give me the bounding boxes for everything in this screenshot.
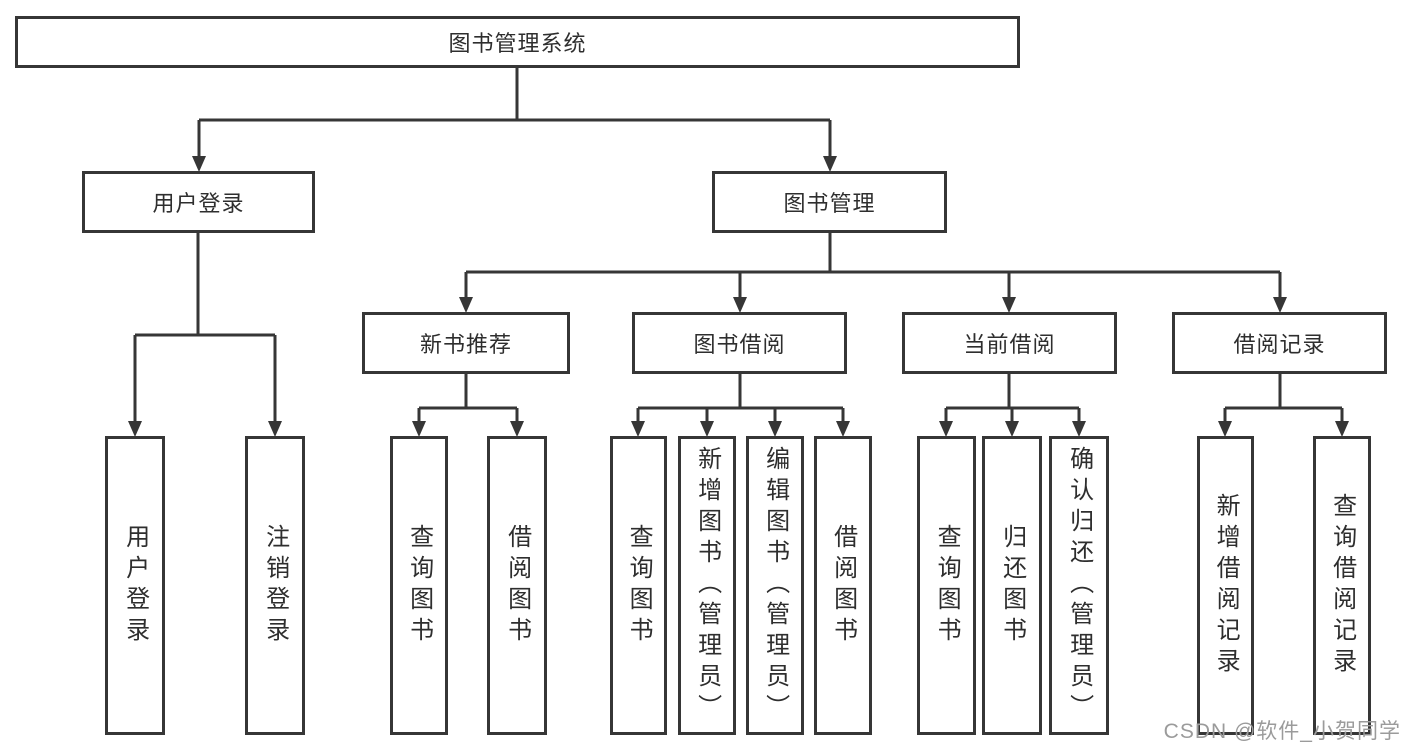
node-current-borrow: 当前借阅: [902, 312, 1117, 374]
node-label: 图书管理系统: [448, 31, 587, 56]
node-user-login: 用户登录: [82, 171, 315, 233]
leaf-query-books-recommend: 查询图书: [390, 436, 448, 735]
node-label: 查询借阅记录: [1328, 492, 1356, 679]
node-label: 当前借阅: [963, 332, 1056, 357]
node-label: 新增借阅记录: [1212, 492, 1240, 679]
leaf-borrow-books: 借阅图书: [814, 436, 872, 735]
node-label: 新增图书（管理员）: [693, 446, 721, 725]
node-library-management-system: 图书管理系统: [15, 16, 1020, 68]
connector-current-borrow-split: [939, 374, 1086, 437]
connector-book-borrow-split: [631, 374, 850, 437]
leaf-borrow-books-recommend: 借阅图书: [487, 436, 547, 735]
leaf-query-books-borrow: 查询图书: [610, 436, 667, 735]
leaf-add-book-admin: 新增图书（管理员）: [678, 436, 736, 735]
node-borrow-records: 借阅记录: [1172, 312, 1387, 374]
csdn-watermark: CSDN @软件_小贺同学: [1163, 720, 1401, 743]
connector-new-book-split: [412, 374, 524, 437]
node-new-book-recommend: 新书推荐: [362, 312, 570, 374]
node-label: 借阅图书: [503, 523, 531, 648]
leaf-edit-book-admin: 编辑图书（管理员）: [746, 436, 804, 735]
node-book-management: 图书管理: [712, 171, 947, 233]
node-label: 编辑图书（管理员）: [761, 446, 789, 725]
leaf-add-borrow-record: 新增借阅记录: [1197, 436, 1254, 735]
node-label: 借阅图书: [829, 523, 857, 648]
leaf-query-borrow-record: 查询借阅记录: [1313, 436, 1371, 735]
node-label: 查询图书: [405, 523, 433, 648]
node-label: 用户登录: [152, 191, 245, 216]
leaf-user-login: 用户登录: [105, 436, 165, 735]
node-label: 图书管理: [783, 191, 876, 216]
node-label: 查询图书: [625, 523, 653, 648]
leaf-query-books-current: 查询图书: [917, 436, 976, 735]
node-label: 查询图书: [933, 523, 961, 648]
node-label: 图书借阅: [693, 332, 786, 357]
leaf-logout: 注销登录: [245, 436, 305, 735]
leaf-confirm-return-admin: 确认归还（管理员）: [1049, 436, 1109, 735]
node-label: 借阅记录: [1233, 332, 1326, 357]
node-label: 用户登录: [121, 523, 149, 648]
node-book-borrow: 图书借阅: [632, 312, 847, 374]
node-label: 注销登录: [261, 523, 289, 648]
connector-user-login-split: [128, 233, 282, 437]
node-label: 新书推荐: [419, 332, 512, 357]
node-label: 确认归还（管理员）: [1065, 446, 1093, 725]
node-label: 归还图书: [998, 523, 1026, 648]
connector-book-management-split: [459, 233, 1287, 313]
connector-borrow-records-split: [1218, 374, 1349, 437]
connector-root-split: [192, 68, 837, 172]
leaf-return-book: 归还图书: [982, 436, 1042, 735]
